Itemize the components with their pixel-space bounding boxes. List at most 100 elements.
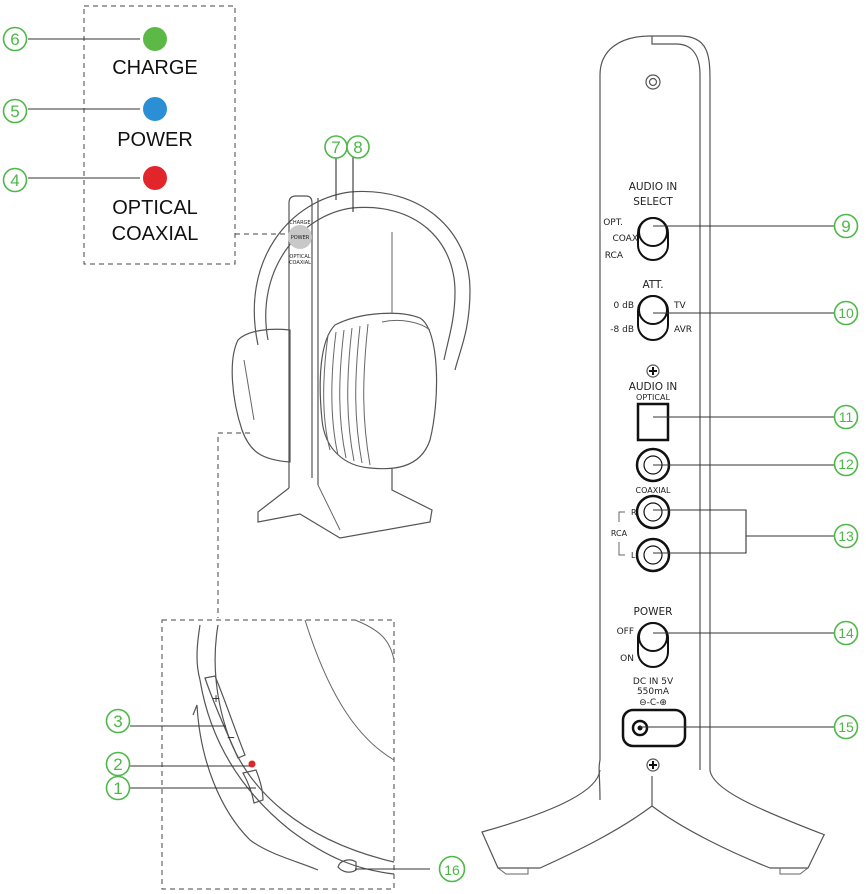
optical-led-dot <box>143 166 167 190</box>
headband-detail-curve-2 <box>354 619 395 661</box>
right-cushion-line-4 <box>347 327 355 462</box>
stand-base <box>257 468 433 539</box>
dc-in-port[interactable] <box>621 708 687 748</box>
audio-select-rca: RCA <box>605 251 624 261</box>
volume-buttons[interactable]: + − <box>204 675 246 759</box>
audio-select-switch[interactable] <box>637 217 669 261</box>
optical-input-port[interactable] <box>636 402 670 442</box>
led-power: POWER <box>117 97 193 151</box>
stand-pillar-front <box>288 195 313 478</box>
volume-up-symbol[interactable]: + <box>212 693 221 705</box>
callout-6: 6 <box>2 26 28 52</box>
callout-10: 10 <box>833 300 859 326</box>
svg-text:13: 13 <box>838 528 854 544</box>
power-off-label: OFF <box>617 627 634 637</box>
dc-in-label: DC IN 5V <box>633 677 674 687</box>
stand-label-optical: OPTICAL <box>289 254 310 260</box>
left-earcup <box>231 328 291 463</box>
transmitter-body <box>598 35 826 836</box>
rca-bracket <box>618 511 625 556</box>
att-title: ATT. <box>642 279 663 291</box>
earcup-shell-outer <box>196 624 395 875</box>
rca-l-label: L <box>631 551 636 560</box>
right-cushion-line-5 <box>355 325 363 464</box>
right-foot <box>779 867 809 875</box>
bottom-screw-icon <box>646 758 660 772</box>
power-switch[interactable] <box>637 622 669 668</box>
earcup-cushion-edge <box>192 704 319 871</box>
power-label: POWER <box>117 129 193 151</box>
rca-left-port[interactable] <box>635 537 671 573</box>
coaxial-label: COAXIAL <box>112 223 199 245</box>
power-switch-title: POWER <box>634 606 673 618</box>
power-on-label: ON <box>620 654 634 664</box>
stand-label-power: POWER <box>291 235 310 241</box>
callout-2: 2 <box>105 751 131 777</box>
att-tv: TV <box>673 301 686 311</box>
charge-led-dot <box>143 27 167 51</box>
led-optical-coaxial: OPTICAL COAXIAL <box>112 166 199 245</box>
callout-5: 5 <box>2 98 28 124</box>
top-screw-hole <box>645 74 661 90</box>
rca-label: RCA <box>611 529 628 538</box>
audio-select-title-2: SELECT <box>633 196 673 208</box>
svg-text:12: 12 <box>838 456 854 472</box>
headphones-on-stand: CHARGE POWER OPTICAL COAXIAL 7 8 <box>217 135 471 618</box>
svg-text:15: 15 <box>838 719 854 735</box>
power-led-dot <box>143 97 167 121</box>
optical-title-2: OPTICAL <box>636 393 670 402</box>
left-earcup-buttons <box>243 359 255 421</box>
rca-right-port[interactable] <box>635 494 671 530</box>
optical-label: OPTICAL <box>112 197 198 219</box>
svg-text:3: 3 <box>113 712 122 731</box>
svg-text:14: 14 <box>838 625 854 641</box>
earcup-detail: + − 3 2 1 16 <box>105 619 466 890</box>
screw-icon <box>646 364 660 378</box>
rca-r-label: R <box>631 508 637 517</box>
audio-select-coax: COAX <box>612 234 638 244</box>
indicator-panel-frame <box>83 5 236 265</box>
transmitter-base <box>481 769 825 869</box>
right-cushion-line-6 <box>363 323 371 466</box>
audio-select-title-1: AUDIO IN <box>629 181 678 193</box>
indicator-panel: CHARGE POWER OPTICAL COAXIAL 6 5 4 <box>2 5 290 265</box>
right-cushion-line-1 <box>323 334 331 451</box>
callout-14: 14 <box>833 620 859 646</box>
callout-12: 12 <box>833 451 859 477</box>
callout-4: 4 <box>2 167 28 193</box>
right-earcup-top <box>381 319 431 331</box>
dc-polarity-symbol: ⊖-C-⊕ <box>639 698 667 708</box>
earcup-shell-inner <box>214 624 395 863</box>
headband-detail-curve <box>304 619 395 761</box>
svg-text:9: 9 <box>841 217 850 236</box>
callout-8: 8 <box>346 135 370 159</box>
power-button[interactable] <box>242 769 264 804</box>
stand-led-window <box>288 225 312 249</box>
svg-text:11: 11 <box>839 409 854 425</box>
att-avr: AVR <box>674 325 692 335</box>
svg-text:5: 5 <box>10 102 19 121</box>
svg-text:7: 7 <box>331 138 340 157</box>
stand-label-coaxial: COAXIAL <box>289 260 311 266</box>
right-earcup <box>319 312 438 470</box>
stand-label-charge: CHARGE <box>289 220 310 226</box>
audio-select-opt: OPT. <box>603 218 623 228</box>
optical-title-1: AUDIO IN <box>629 381 678 393</box>
status-led <box>248 760 256 768</box>
svg-text:10: 10 <box>838 305 854 321</box>
volume-down-symbol[interactable]: − <box>227 732 236 744</box>
callout-1: 1 <box>105 775 131 801</box>
callout-13: 13 <box>833 523 859 549</box>
svg-text:2: 2 <box>113 755 122 774</box>
headband-inner <box>265 206 456 361</box>
svg-text:8: 8 <box>353 138 362 157</box>
callout-3: 3 <box>105 708 131 734</box>
attenuation-switch[interactable] <box>637 295 669 341</box>
callout-16: 16 <box>438 855 466 883</box>
right-cushion-line-3 <box>339 329 347 459</box>
transmitter-back: AUDIO IN SELECT OPT. COAX RCA ATT. 0 dB … <box>481 35 859 875</box>
callout-13-leader <box>653 509 834 554</box>
att-0db: 0 dB <box>614 301 634 311</box>
callout-11: 11 <box>833 404 859 430</box>
